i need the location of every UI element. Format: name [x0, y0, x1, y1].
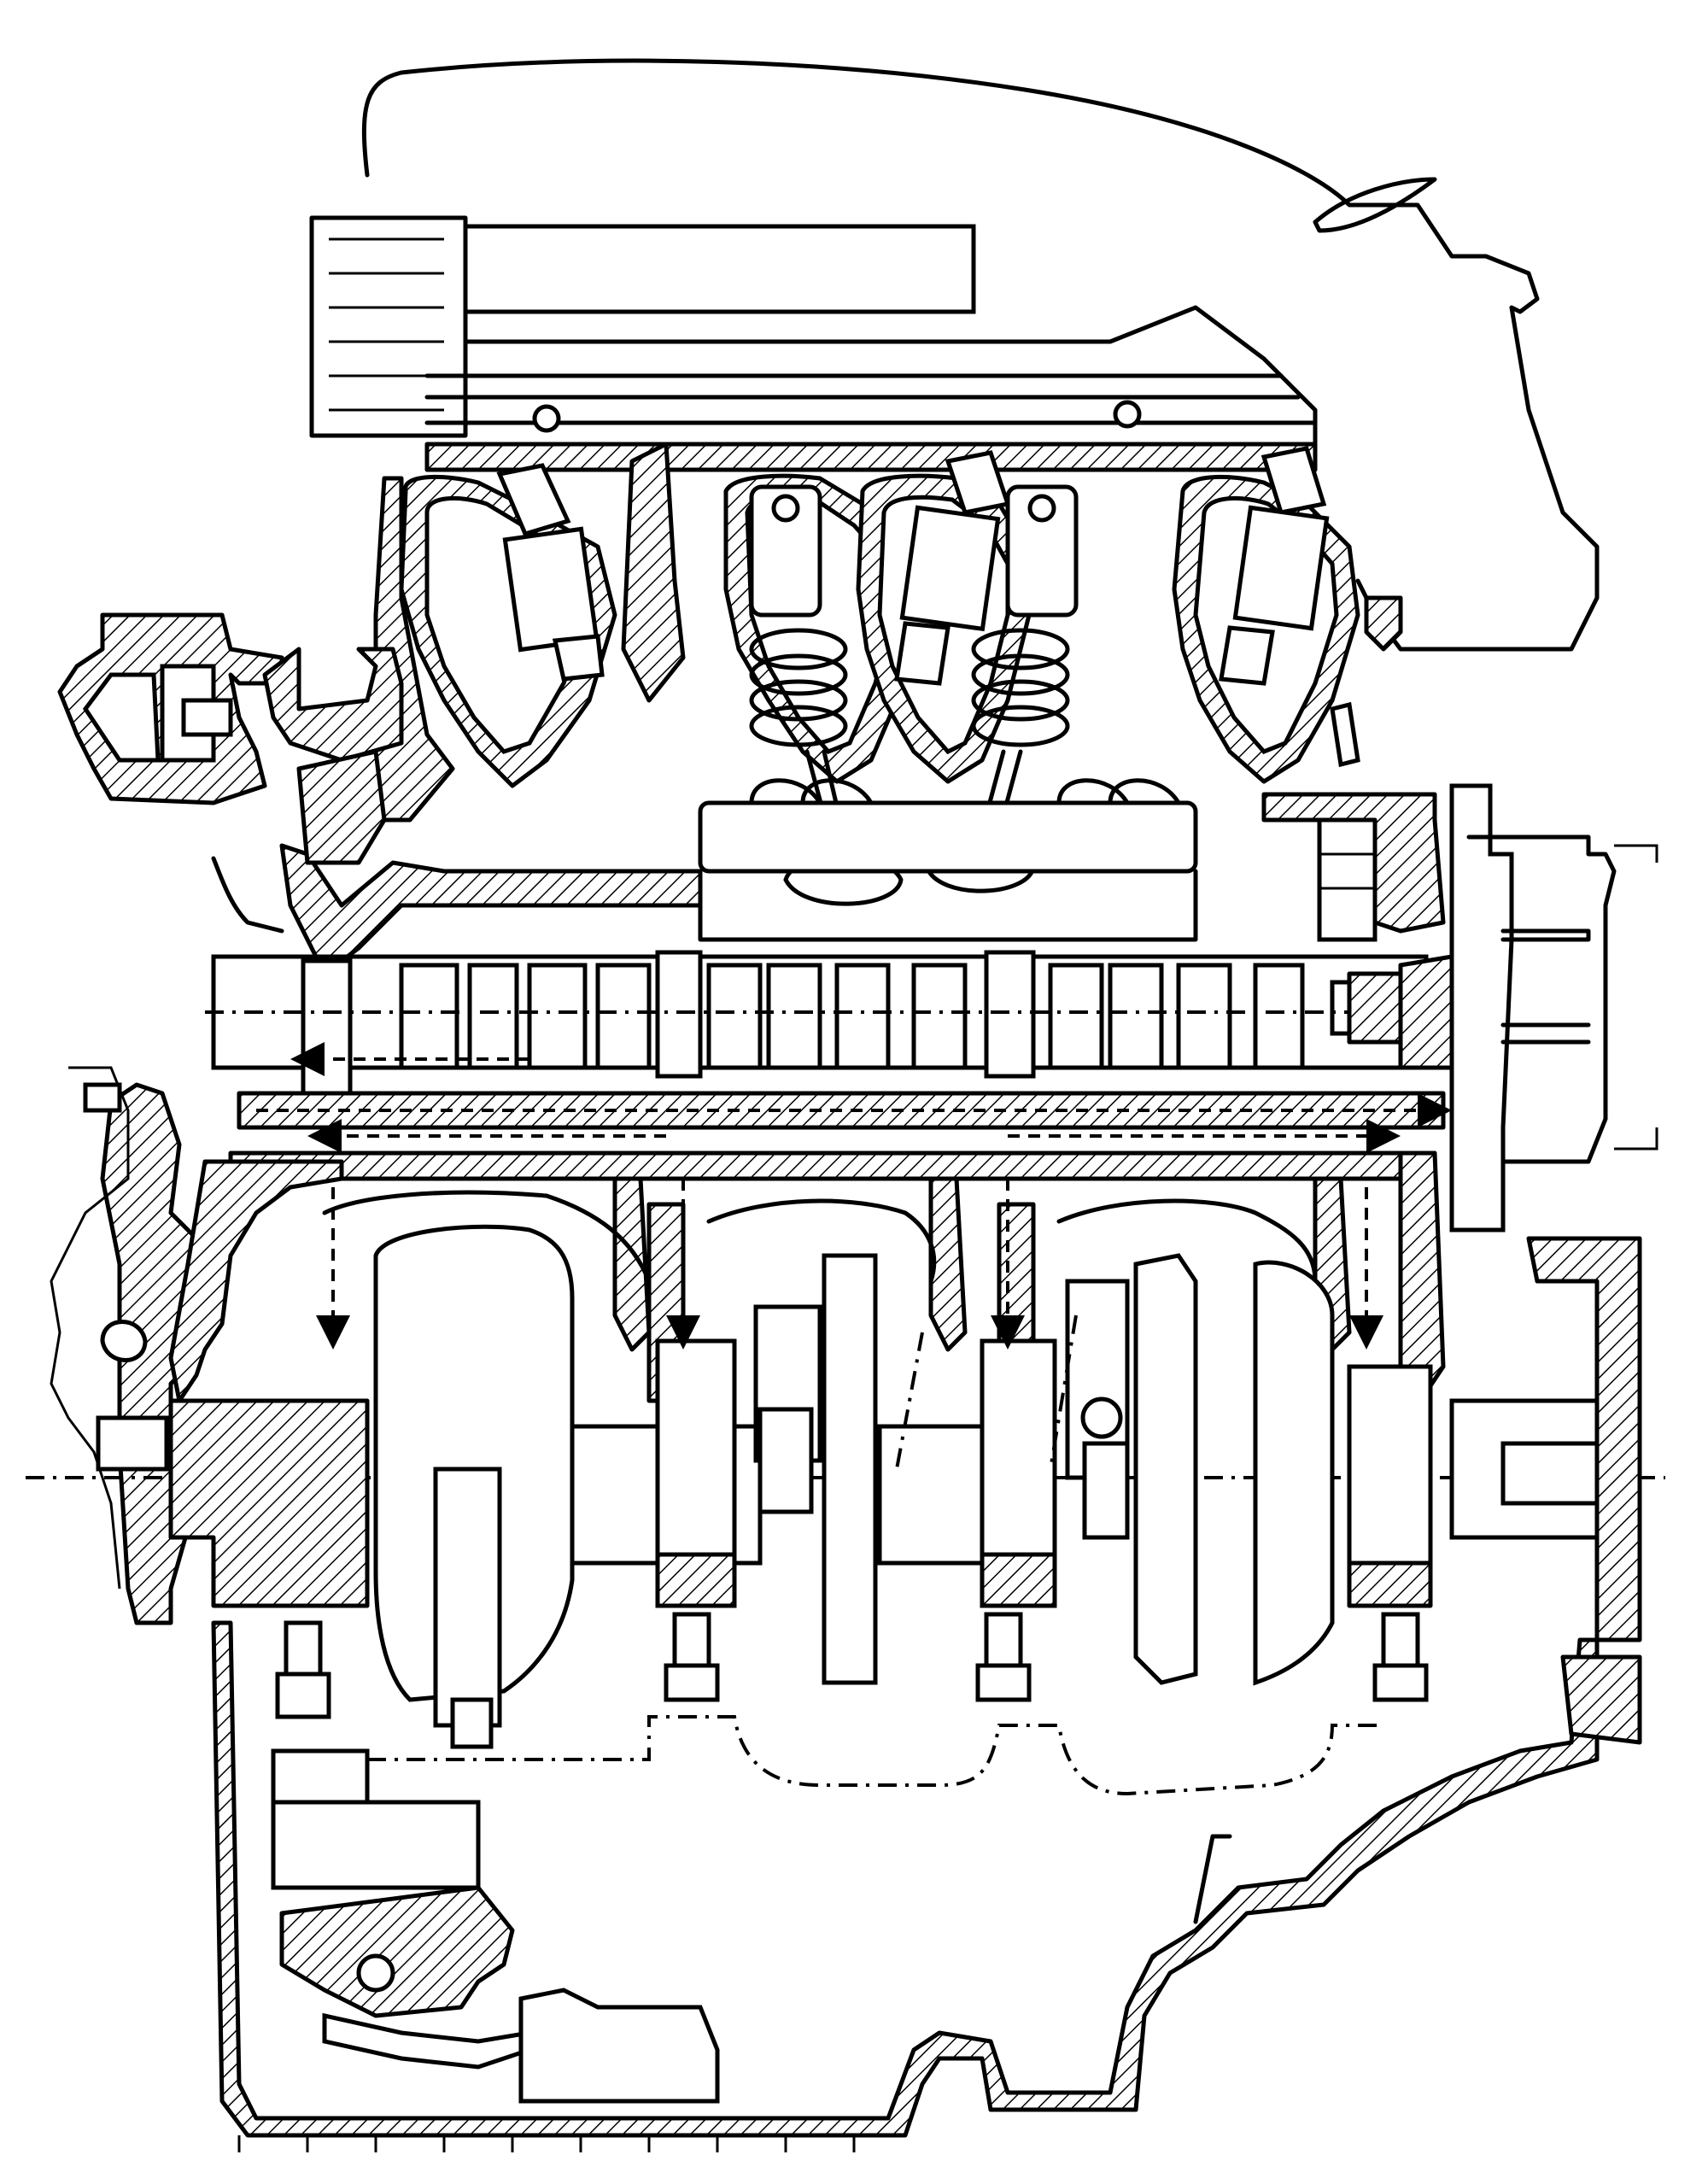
valve-spring-left — [749, 628, 848, 747]
valve-spring-right — [971, 628, 1070, 747]
oil-pump — [271, 1748, 720, 2104]
flow-arrows — [316, 1179, 1383, 1350]
cylinder-head — [211, 442, 1446, 976]
bearing-bolts — [275, 1612, 1429, 1719]
engine-cover — [361, 58, 1600, 652]
intake-manifold — [309, 215, 1318, 472]
windage-tray — [367, 1715, 1383, 1796]
oil-pan — [211, 1236, 1642, 2152]
thermostat-housing — [57, 612, 404, 865]
oil-gallery — [228, 1042, 1452, 1181]
camshaft — [205, 950, 1452, 1096]
crankshaft — [373, 1224, 1608, 1749]
timing-drive — [1347, 783, 1658, 1233]
fuel-injectors — [496, 446, 1330, 686]
